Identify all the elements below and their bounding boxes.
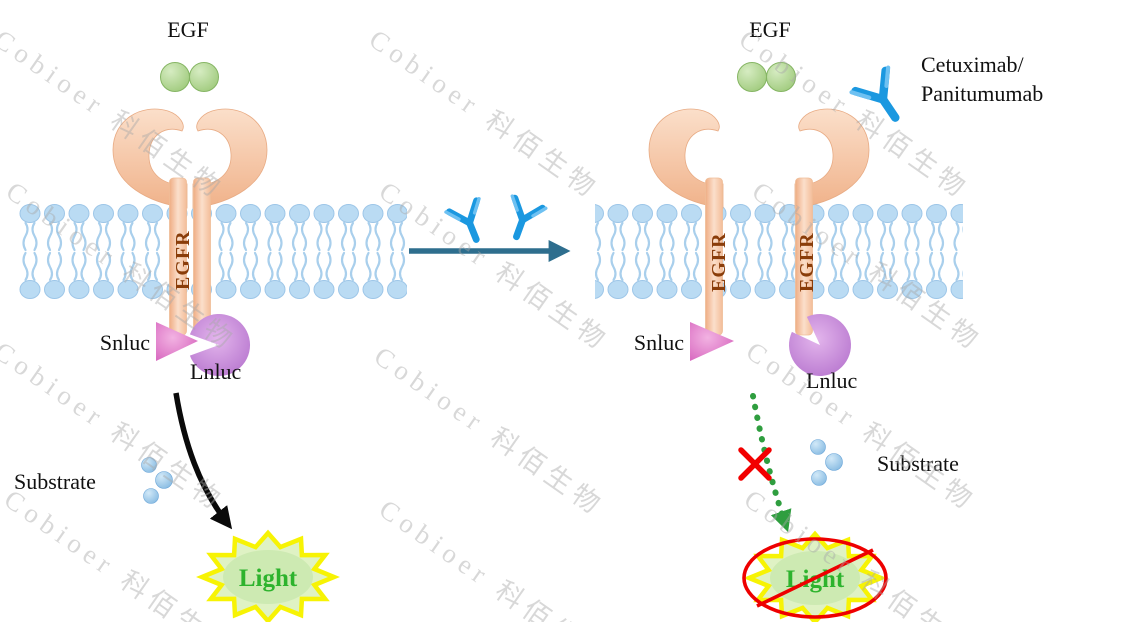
egfr-dimer-icon <box>112 108 268 336</box>
snluc-fragment-icon <box>690 322 734 361</box>
light-burst-icon: Light <box>202 533 334 621</box>
substrate-molecules-icon <box>141 457 173 504</box>
cell-membrane-right <box>595 203 963 300</box>
treatment-transition <box>409 196 571 262</box>
snluc-fragment-icon <box>156 322 198 361</box>
egf-ligand-icon <box>160 62 219 92</box>
antibody-name-line2: Panitumumab <box>921 81 1043 106</box>
antibody-icon <box>500 196 546 243</box>
egf-label: EGF <box>167 17 209 42</box>
panel-active-signaling: EGF EGFR Snluc Lnluc Substrate <box>14 17 407 621</box>
no-symbol-ellipse-icon <box>742 537 888 619</box>
signal-arrow <box>173 392 233 530</box>
snluc-label: Snluc <box>100 330 150 355</box>
light-burst-blocked-icon: Light <box>742 534 888 622</box>
blocked-cross-icon <box>738 447 772 481</box>
antibody-icon <box>852 68 914 130</box>
antibody-icon <box>446 199 493 246</box>
light-label: Light <box>239 565 298 592</box>
substrate-label: Substrate <box>14 469 96 494</box>
egf-label: EGF <box>749 17 791 42</box>
blocked-signal-arrow <box>750 393 792 533</box>
lnluc-fragment-icon <box>788 313 851 376</box>
substrate-label: Substrate <box>877 451 959 476</box>
panel-blocked-signaling: EGF Cetuximab/ Panitumumab EGFR EGFR Snl… <box>595 17 1043 622</box>
egfr-label: EGFR <box>172 230 194 290</box>
egf-ligand-icon <box>737 62 796 92</box>
antibody-name-line1: Cetuximab/ <box>921 52 1025 77</box>
lnluc-label: Lnluc <box>806 368 858 393</box>
cell-membrane-left <box>18 203 407 300</box>
egfr-monomer-right-icon <box>794 108 870 336</box>
egfr-label: EGFR <box>708 232 730 292</box>
substrate-molecules-icon <box>810 439 843 486</box>
lnluc-label: Lnluc <box>190 359 242 384</box>
no-symbol-slash-icon <box>756 548 874 608</box>
snluc-label: Snluc <box>634 330 684 355</box>
egfr-label: EGFR <box>796 232 818 292</box>
lnluc-fragment-icon <box>189 313 251 376</box>
